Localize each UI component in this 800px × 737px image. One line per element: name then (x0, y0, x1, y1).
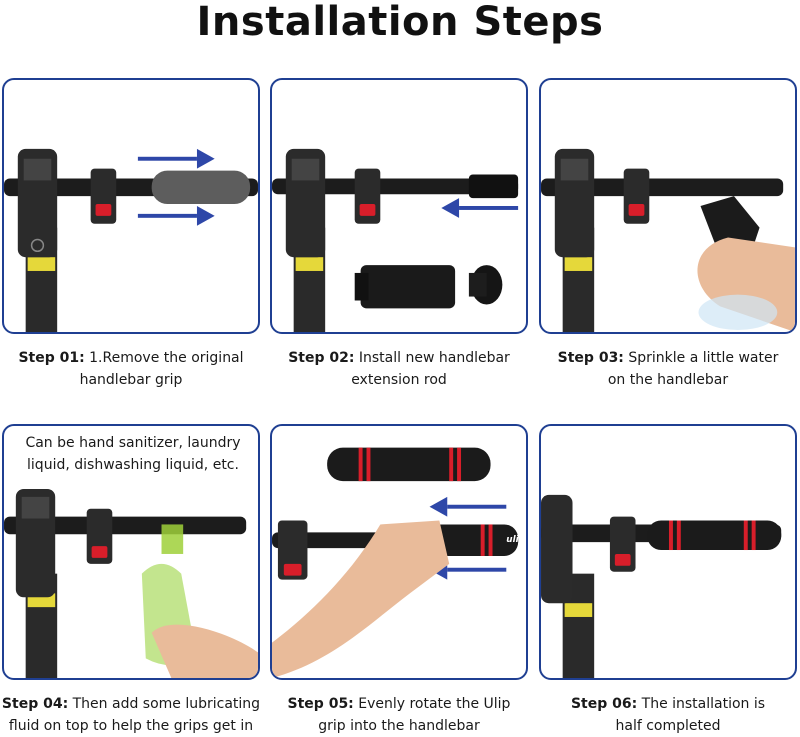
step-text: The installation is (637, 696, 766, 712)
step-text: fluid on top to help the grips get in (8, 718, 254, 734)
page-title: Installation Steps (196, 0, 604, 45)
step-05-image: ulip (270, 424, 528, 680)
step-label: Step 02: (288, 350, 355, 366)
step-text: grip into the handlebar (318, 718, 480, 734)
step-04-note: Can be hand sanitizer, laundry liquid, d… (12, 432, 254, 476)
step-text: on the handlebar (607, 372, 729, 388)
step-02-image (270, 78, 528, 334)
step-05-caption: Step 05: Evenly rotate the Ulip grip int… (268, 693, 530, 737)
step-text: Sprinkle a little water (623, 350, 779, 366)
step-03-illustration (541, 148, 795, 332)
step-03-caption: Step 03: Sprinkle a little water on the … (537, 347, 799, 391)
step-02-caption: Step 02: Install new handlebar extension… (268, 347, 530, 391)
step-02-illustration (272, 148, 519, 332)
step-label: Step 03: (557, 350, 624, 366)
step-text: extension rod (351, 372, 447, 388)
step-text: Evenly rotate the Ulip (353, 696, 511, 712)
step-label: Step 06: (570, 696, 638, 712)
note-line: liquid, dishwashing liquid, etc. (27, 457, 239, 473)
step-06-image (539, 424, 797, 680)
step-06-illustration (541, 494, 782, 678)
step-05-illustration: ulip (272, 447, 525, 678)
step-text: Install new handlebar (354, 350, 510, 366)
step-01-image (2, 78, 260, 334)
step-03-image (539, 78, 797, 334)
step-04-illustration (4, 489, 258, 678)
step-label: Step 01: (18, 350, 85, 366)
step-text: 1.Remove the original (84, 350, 244, 366)
step-01-caption: Step 01: 1.Remove the original handlebar… (0, 347, 262, 391)
step-04-caption: Step 04: Then add some lubricating fluid… (0, 693, 262, 737)
step-06-caption: Step 06: The installation is half comple… (537, 693, 799, 737)
note-line: Can be hand sanitizer, laundry (25, 435, 241, 451)
step-text: half completed (615, 718, 721, 734)
grip-logo: ulip (506, 535, 525, 545)
step-text: Then add some lubricating (68, 696, 261, 712)
step-label: Step 05: (287, 696, 354, 712)
step-01-illustration (4, 148, 258, 332)
step-text: handlebar grip (79, 372, 183, 388)
step-04-image: Can be hand sanitizer, laundry liquid, d… (2, 424, 260, 680)
step-label: Step 04: (1, 696, 69, 712)
